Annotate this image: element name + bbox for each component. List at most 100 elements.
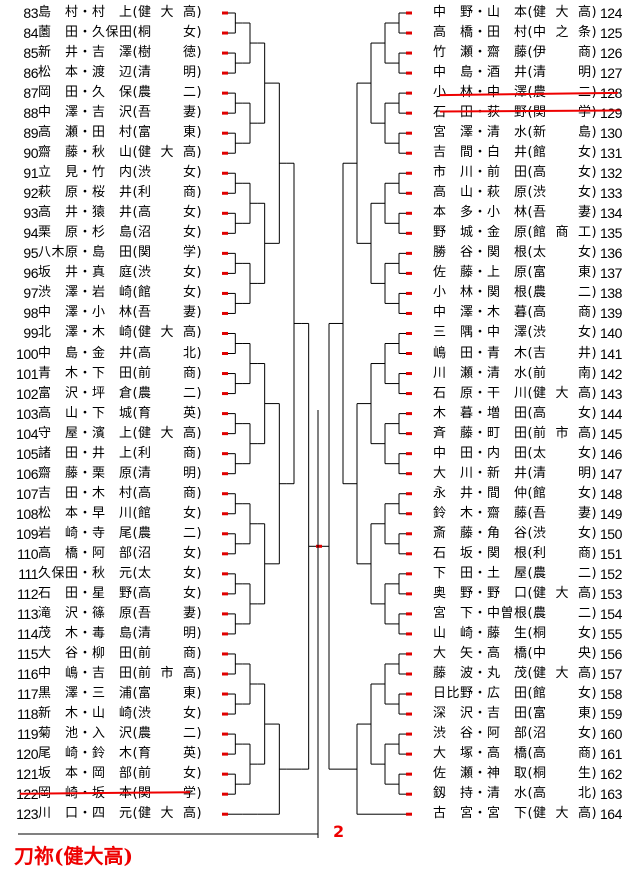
- school-name: 高女: [138, 585, 196, 601]
- player-1-name: 立見: [38, 165, 78, 181]
- player-1-name: 永井: [433, 485, 473, 501]
- paren-open: (: [132, 645, 138, 661]
- paren-open: (: [132, 265, 138, 281]
- player-1-name: 高橋: [433, 25, 473, 41]
- entry-number: 93: [23, 205, 38, 222]
- player-1-name: 佐藤: [433, 265, 473, 281]
- player-1-name: 青木: [38, 365, 78, 381]
- player-1-name: 中島: [433, 65, 473, 81]
- entry-row: 竹瀬・齋藤(伊商)126: [433, 43, 629, 63]
- school-name: 農二: [138, 385, 196, 401]
- player-2-name: 吉田: [487, 706, 527, 722]
- entry-row: 石坂・関根(利商)151: [433, 544, 629, 564]
- player-2-name: 野口: [487, 585, 527, 601]
- paren-close: ): [196, 645, 202, 661]
- entry-number: 149: [600, 505, 622, 522]
- paren-close: ): [591, 706, 597, 722]
- separator: ・: [473, 105, 487, 121]
- entry-number: 131: [600, 145, 622, 162]
- player-1-name: 釼持: [433, 786, 473, 802]
- school-name: 農二: [533, 565, 591, 581]
- paren-open: (: [527, 385, 533, 401]
- separator: ・: [473, 746, 487, 762]
- school-name: 関学: [138, 786, 196, 802]
- player-2-name: 岡部: [92, 766, 132, 782]
- school-name: 前市高: [138, 665, 196, 681]
- player-1-name: 守屋: [38, 425, 78, 441]
- school-name: 館女: [533, 686, 591, 702]
- player-2-name: 木崎: [92, 325, 132, 341]
- paren-open: (: [132, 65, 138, 81]
- school-name: 太女: [138, 565, 196, 581]
- paren-open: (: [527, 405, 533, 421]
- player-2-name: 四元: [92, 806, 132, 822]
- player-2-name: 関根: [487, 545, 527, 561]
- player-1-name: 中田: [433, 445, 473, 461]
- paren-close: ): [196, 285, 202, 301]
- separator: ・: [78, 485, 92, 501]
- paren-close: ): [196, 605, 202, 621]
- paren-close: ): [196, 425, 202, 441]
- player-2-name: 三浦: [92, 686, 132, 702]
- player-1-name: 大塚: [433, 746, 473, 762]
- paren-open: (: [132, 385, 138, 401]
- separator: ・: [78, 405, 92, 421]
- player-1-name: 深沢: [433, 706, 473, 722]
- paren-close: ): [591, 625, 597, 641]
- separator: ・: [473, 245, 487, 261]
- player-2-name: 阿部: [487, 726, 527, 742]
- player-1-name: 齋藤: [38, 465, 78, 481]
- player-1-name: 川口: [38, 806, 78, 822]
- paren-close: ): [591, 686, 597, 702]
- player-2-name: 小林: [487, 205, 527, 221]
- player-2-name: 丸茂: [487, 665, 527, 681]
- entry-number: 129: [600, 105, 622, 122]
- paren-close: ): [196, 545, 202, 561]
- paren-open: (: [132, 485, 138, 501]
- paren-open: (: [527, 185, 533, 201]
- separator: ・: [78, 726, 92, 742]
- paren-open: (: [527, 345, 533, 361]
- player-1-name: 古宮: [433, 806, 473, 822]
- paren-open: (: [527, 245, 533, 261]
- school-name: 館女: [533, 485, 591, 501]
- separator: ・: [78, 65, 92, 81]
- player-2-name: 荻野: [487, 105, 527, 121]
- entry-number: 113: [17, 605, 38, 622]
- school-name: 中之条: [533, 25, 591, 41]
- school-name: 渋女: [533, 525, 591, 541]
- paren-close: ): [196, 525, 202, 541]
- player-1-name: 奥野: [433, 585, 473, 601]
- entry-number: 125: [600, 25, 622, 42]
- separator: ・: [78, 305, 92, 321]
- entry-number: 146: [600, 445, 622, 462]
- player-1-name: 鈴木: [433, 505, 473, 521]
- entry-row: 鈴木・齋藤(吾妻)149: [433, 504, 629, 524]
- school-name: 健大高: [533, 665, 591, 681]
- player-1-name: 萩原: [38, 185, 78, 201]
- player-2-name: 酒井: [487, 65, 527, 81]
- school-name: 清明: [533, 465, 591, 481]
- entry-number: 109: [16, 525, 38, 542]
- paren-close: ): [196, 665, 202, 681]
- school-name: 育英: [138, 405, 196, 421]
- paren-close: ): [196, 485, 202, 501]
- entry-row: 古宮・宮下(健大高)164: [433, 804, 629, 824]
- entry-number: 108: [16, 505, 38, 522]
- player-1-name: 久保田: [38, 565, 78, 581]
- school-name: 渋女: [138, 706, 196, 722]
- paren-close: ): [591, 726, 597, 742]
- player-2-name: 篠原: [92, 605, 132, 621]
- player-2-name: 星野: [92, 585, 132, 601]
